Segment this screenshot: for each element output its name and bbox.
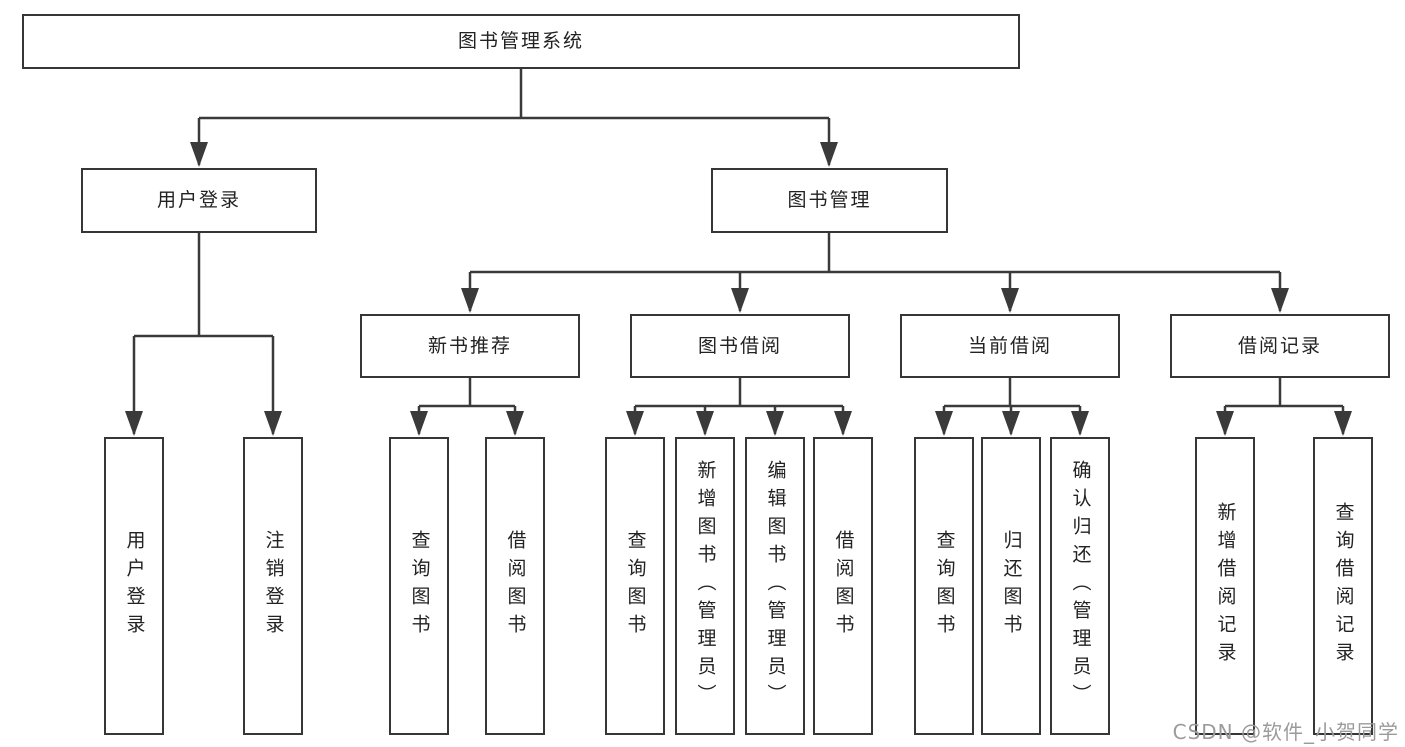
node-label: 借阅图书 xyxy=(832,530,855,642)
leaf-borrow-query-books: 查询图书 xyxy=(605,437,665,735)
leaf-current-query-books: 查询图书 xyxy=(914,437,974,735)
leaf-records-query-record: 查询借阅记录 xyxy=(1313,437,1373,735)
node-book-borrow: 图书借阅 xyxy=(630,314,850,378)
node-label: 用户登录 xyxy=(156,189,241,211)
node-new-book-recommend: 新书推荐 xyxy=(360,314,580,378)
node-borrow-records: 借阅记录 xyxy=(1170,314,1390,378)
node-label: 归还图书 xyxy=(1000,530,1023,642)
node-current-borrow: 当前借阅 xyxy=(900,314,1120,378)
node-label: 编辑图书（管理员） xyxy=(764,460,787,712)
node-label: 确认归还（管理员） xyxy=(1069,460,1092,712)
node-label: 查询借阅记录 xyxy=(1332,502,1355,670)
leaf-borrow-borrow-books: 借阅图书 xyxy=(813,437,873,735)
node-label: 新书推荐 xyxy=(427,334,512,357)
leaf-records-add-record: 新增借阅记录 xyxy=(1195,437,1255,735)
node-label: 查询图书 xyxy=(624,530,647,642)
node-label: 查询图书 xyxy=(408,530,431,642)
csdn-watermark: CSDN @软件_小贺同学 xyxy=(1172,720,1399,744)
leaf-current-confirm-return-admin: 确认归还（管理员） xyxy=(1050,437,1110,735)
node-label: 图书管理 xyxy=(787,189,872,211)
node-label: 借阅记录 xyxy=(1237,334,1322,357)
leaf-borrow-edit-books-admin: 编辑图书（管理员） xyxy=(745,437,805,735)
node-label: 借阅图书 xyxy=(504,530,527,642)
node-label: 用户登录 xyxy=(123,530,146,642)
node-label: 图书管理系统 xyxy=(457,30,584,52)
leaf-user-login: 用户登录 xyxy=(104,437,164,735)
leaf-logout: 注销登录 xyxy=(243,437,303,735)
node-label: 图书借阅 xyxy=(697,334,782,357)
leaf-borrow-add-books-admin: 新增图书（管理员） xyxy=(675,437,735,735)
leaf-newbook-query-books: 查询图书 xyxy=(389,437,449,735)
node-root: 图书管理系统 xyxy=(22,14,1020,69)
node-label: 注销登录 xyxy=(262,530,285,642)
node-label: 新增借阅记录 xyxy=(1214,502,1237,670)
leaf-current-return-books: 归还图书 xyxy=(981,437,1041,735)
node-label: 查询图书 xyxy=(933,530,956,642)
node-label: 当前借阅 xyxy=(967,334,1052,357)
node-book-management: 图书管理 xyxy=(711,168,948,233)
node-user-login: 用户登录 xyxy=(81,168,317,233)
node-label: 新增图书（管理员） xyxy=(694,460,717,712)
leaf-newbook-borrow-books: 借阅图书 xyxy=(485,437,545,735)
